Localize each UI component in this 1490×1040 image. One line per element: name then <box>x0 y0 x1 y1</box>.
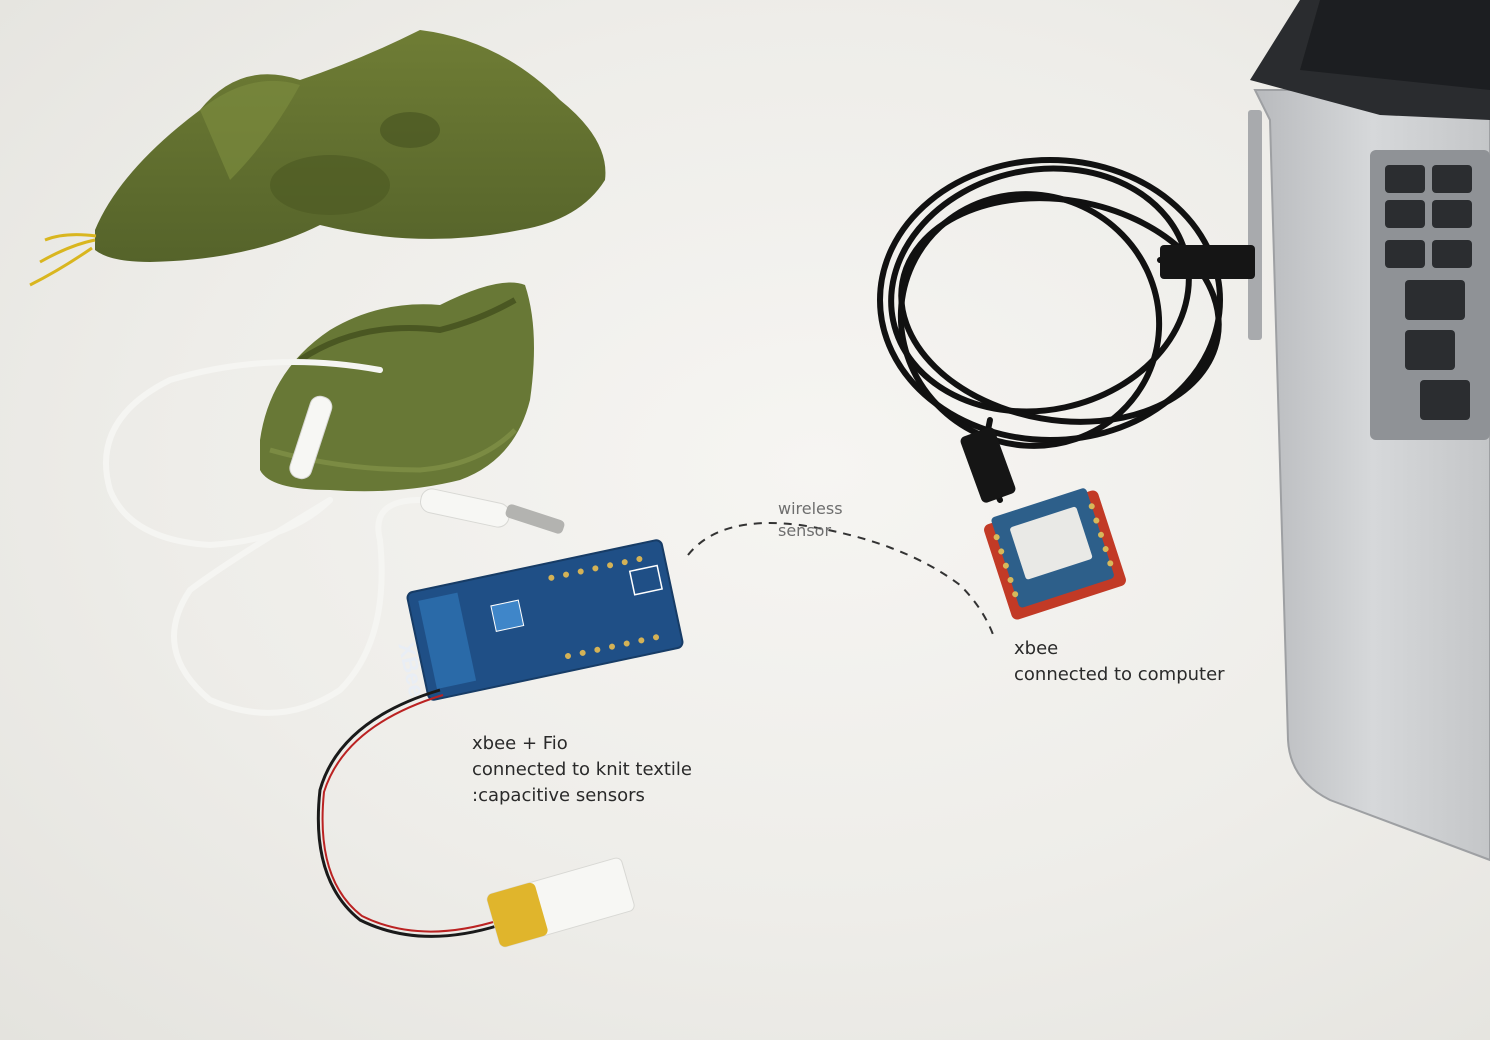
fio-board <box>406 539 684 701</box>
felted-textile <box>29 30 606 287</box>
fio-caption-line1: xbee + Fio <box>472 733 568 754</box>
fio-caption-line2: connected to knit textile <box>472 759 692 780</box>
fio-caption: xbee + Fio connected to knit textile :ca… <box>472 731 692 809</box>
wireless-caption-line2: sensor <box>778 521 832 540</box>
lipo-battery <box>486 857 635 948</box>
computer-caption-line1: xbee <box>1014 638 1059 659</box>
mini-usb-plug <box>960 427 1016 503</box>
computer-caption: xbee connected to computer <box>1014 636 1225 688</box>
white-cable <box>103 359 423 716</box>
computer-caption-line2: connected to computer <box>1014 664 1225 685</box>
battery-wire <box>316 688 501 938</box>
alligator-clip <box>420 488 510 528</box>
wireless-link-arc <box>687 522 996 641</box>
usb-cable <box>877 157 1248 503</box>
xbee-explorer-board <box>984 488 1126 620</box>
usb-plug <box>1160 245 1255 279</box>
alligator-clip <box>289 395 333 480</box>
wireless-caption: wireless sensor <box>778 498 843 542</box>
fio-caption-line3: :capacitive sensors <box>472 785 645 806</box>
wireless-caption-line1: wireless <box>778 499 843 518</box>
laptop <box>1248 0 1490 862</box>
